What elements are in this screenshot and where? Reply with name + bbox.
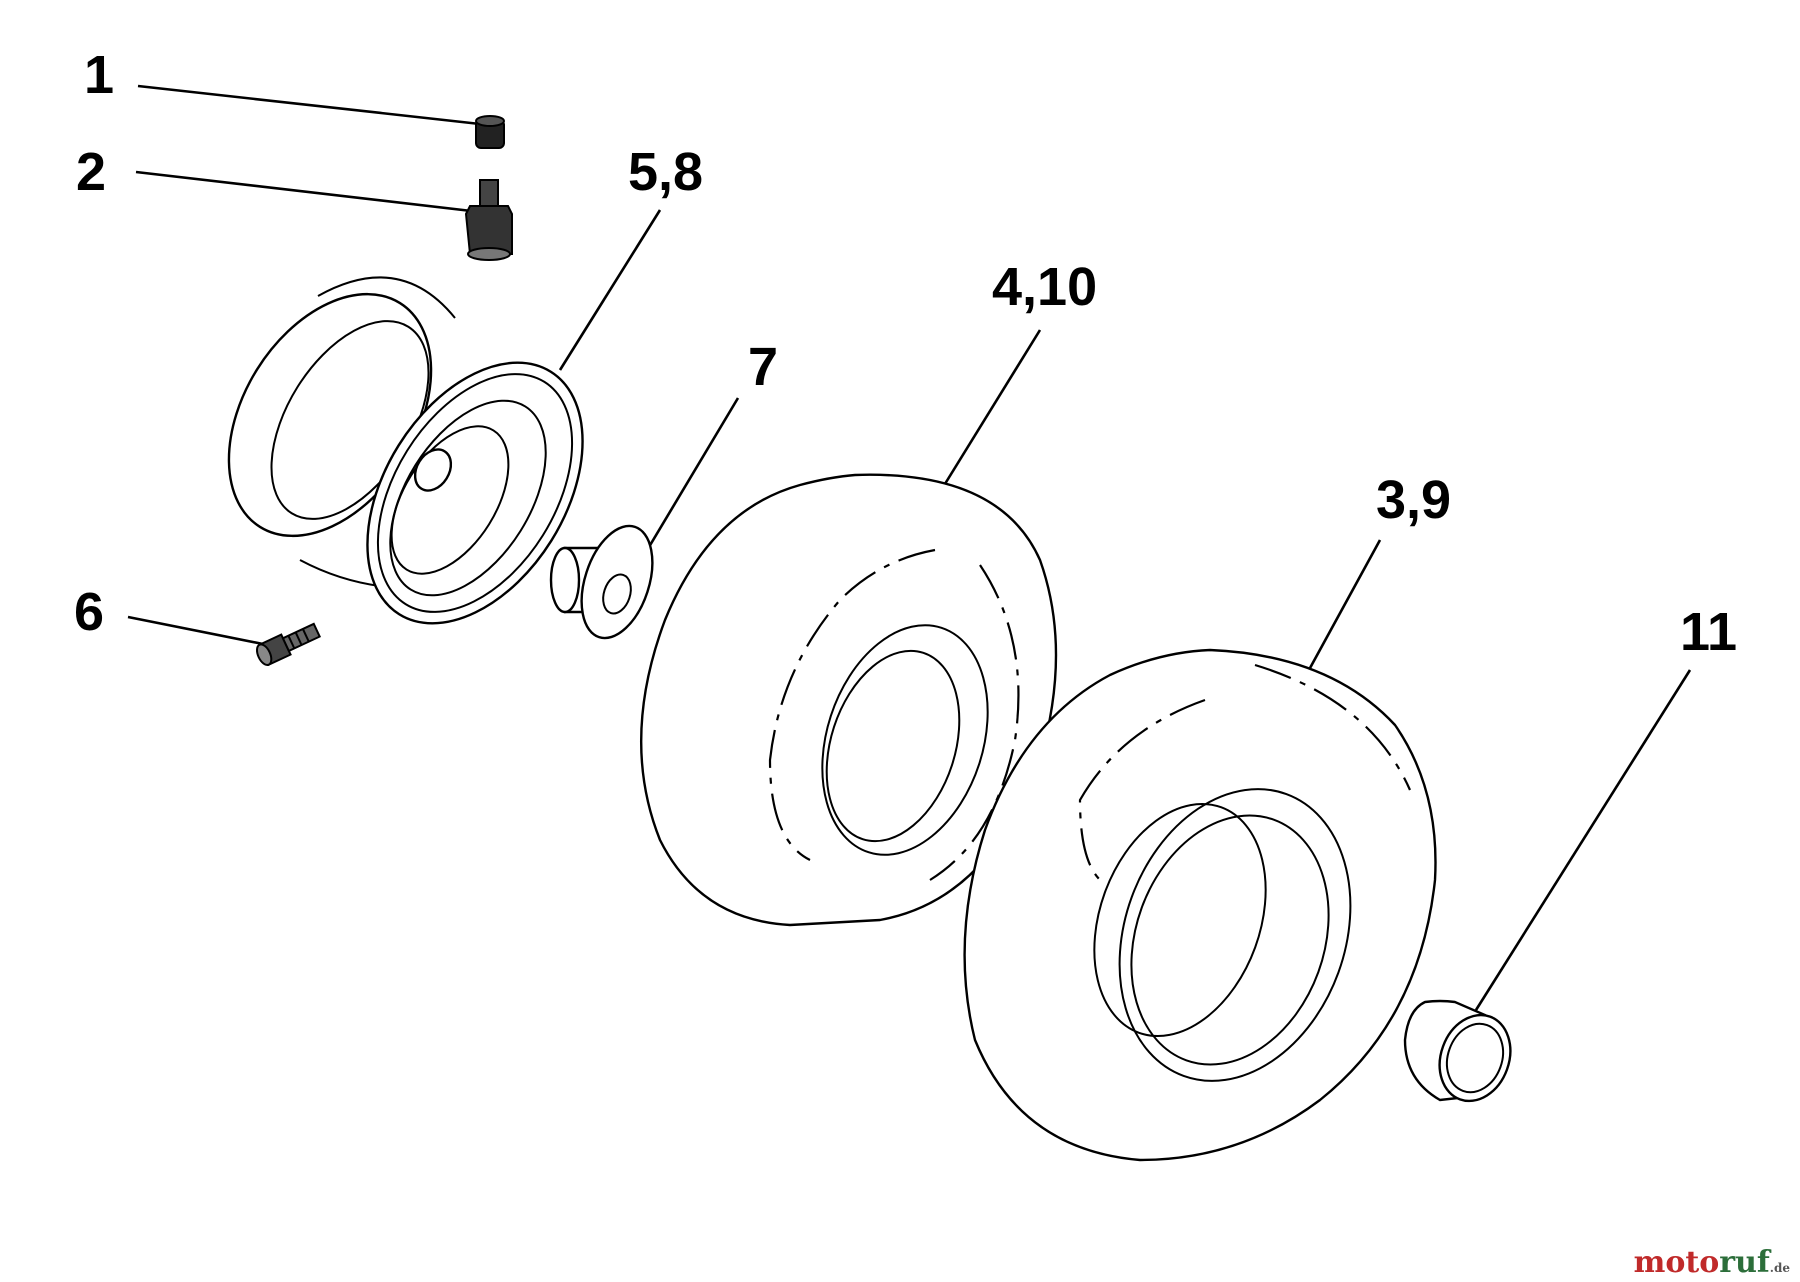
watermark-part2: ruf (1719, 1245, 1770, 1280)
bushing (549, 524, 654, 640)
callout-1: 1 (84, 45, 114, 105)
tire-left (640, 473, 1058, 927)
grease-fitting (256, 622, 322, 667)
callout-5-8: 5,8 (628, 142, 703, 202)
callout-7: 7 (748, 337, 778, 397)
watermark-part1: moto (1633, 1245, 1720, 1280)
callout-3-9: 3,9 (1376, 470, 1451, 530)
callout-6: 6 (74, 582, 104, 642)
callout-2: 2 (76, 142, 106, 202)
rim (227, 276, 584, 625)
leader-lines (127, 84, 1692, 1011)
callout-4-10: 4,10 (992, 257, 1097, 317)
watermark-logo: motoruf.de (1634, 1245, 1790, 1280)
watermark-suffix: .de (1769, 1261, 1790, 1275)
callout-11: 11 (1680, 602, 1737, 662)
valve-stem (464, 179, 513, 261)
hub-cap (1403, 999, 1512, 1103)
valve-cap (475, 115, 505, 149)
tire-right (963, 648, 1437, 1162)
